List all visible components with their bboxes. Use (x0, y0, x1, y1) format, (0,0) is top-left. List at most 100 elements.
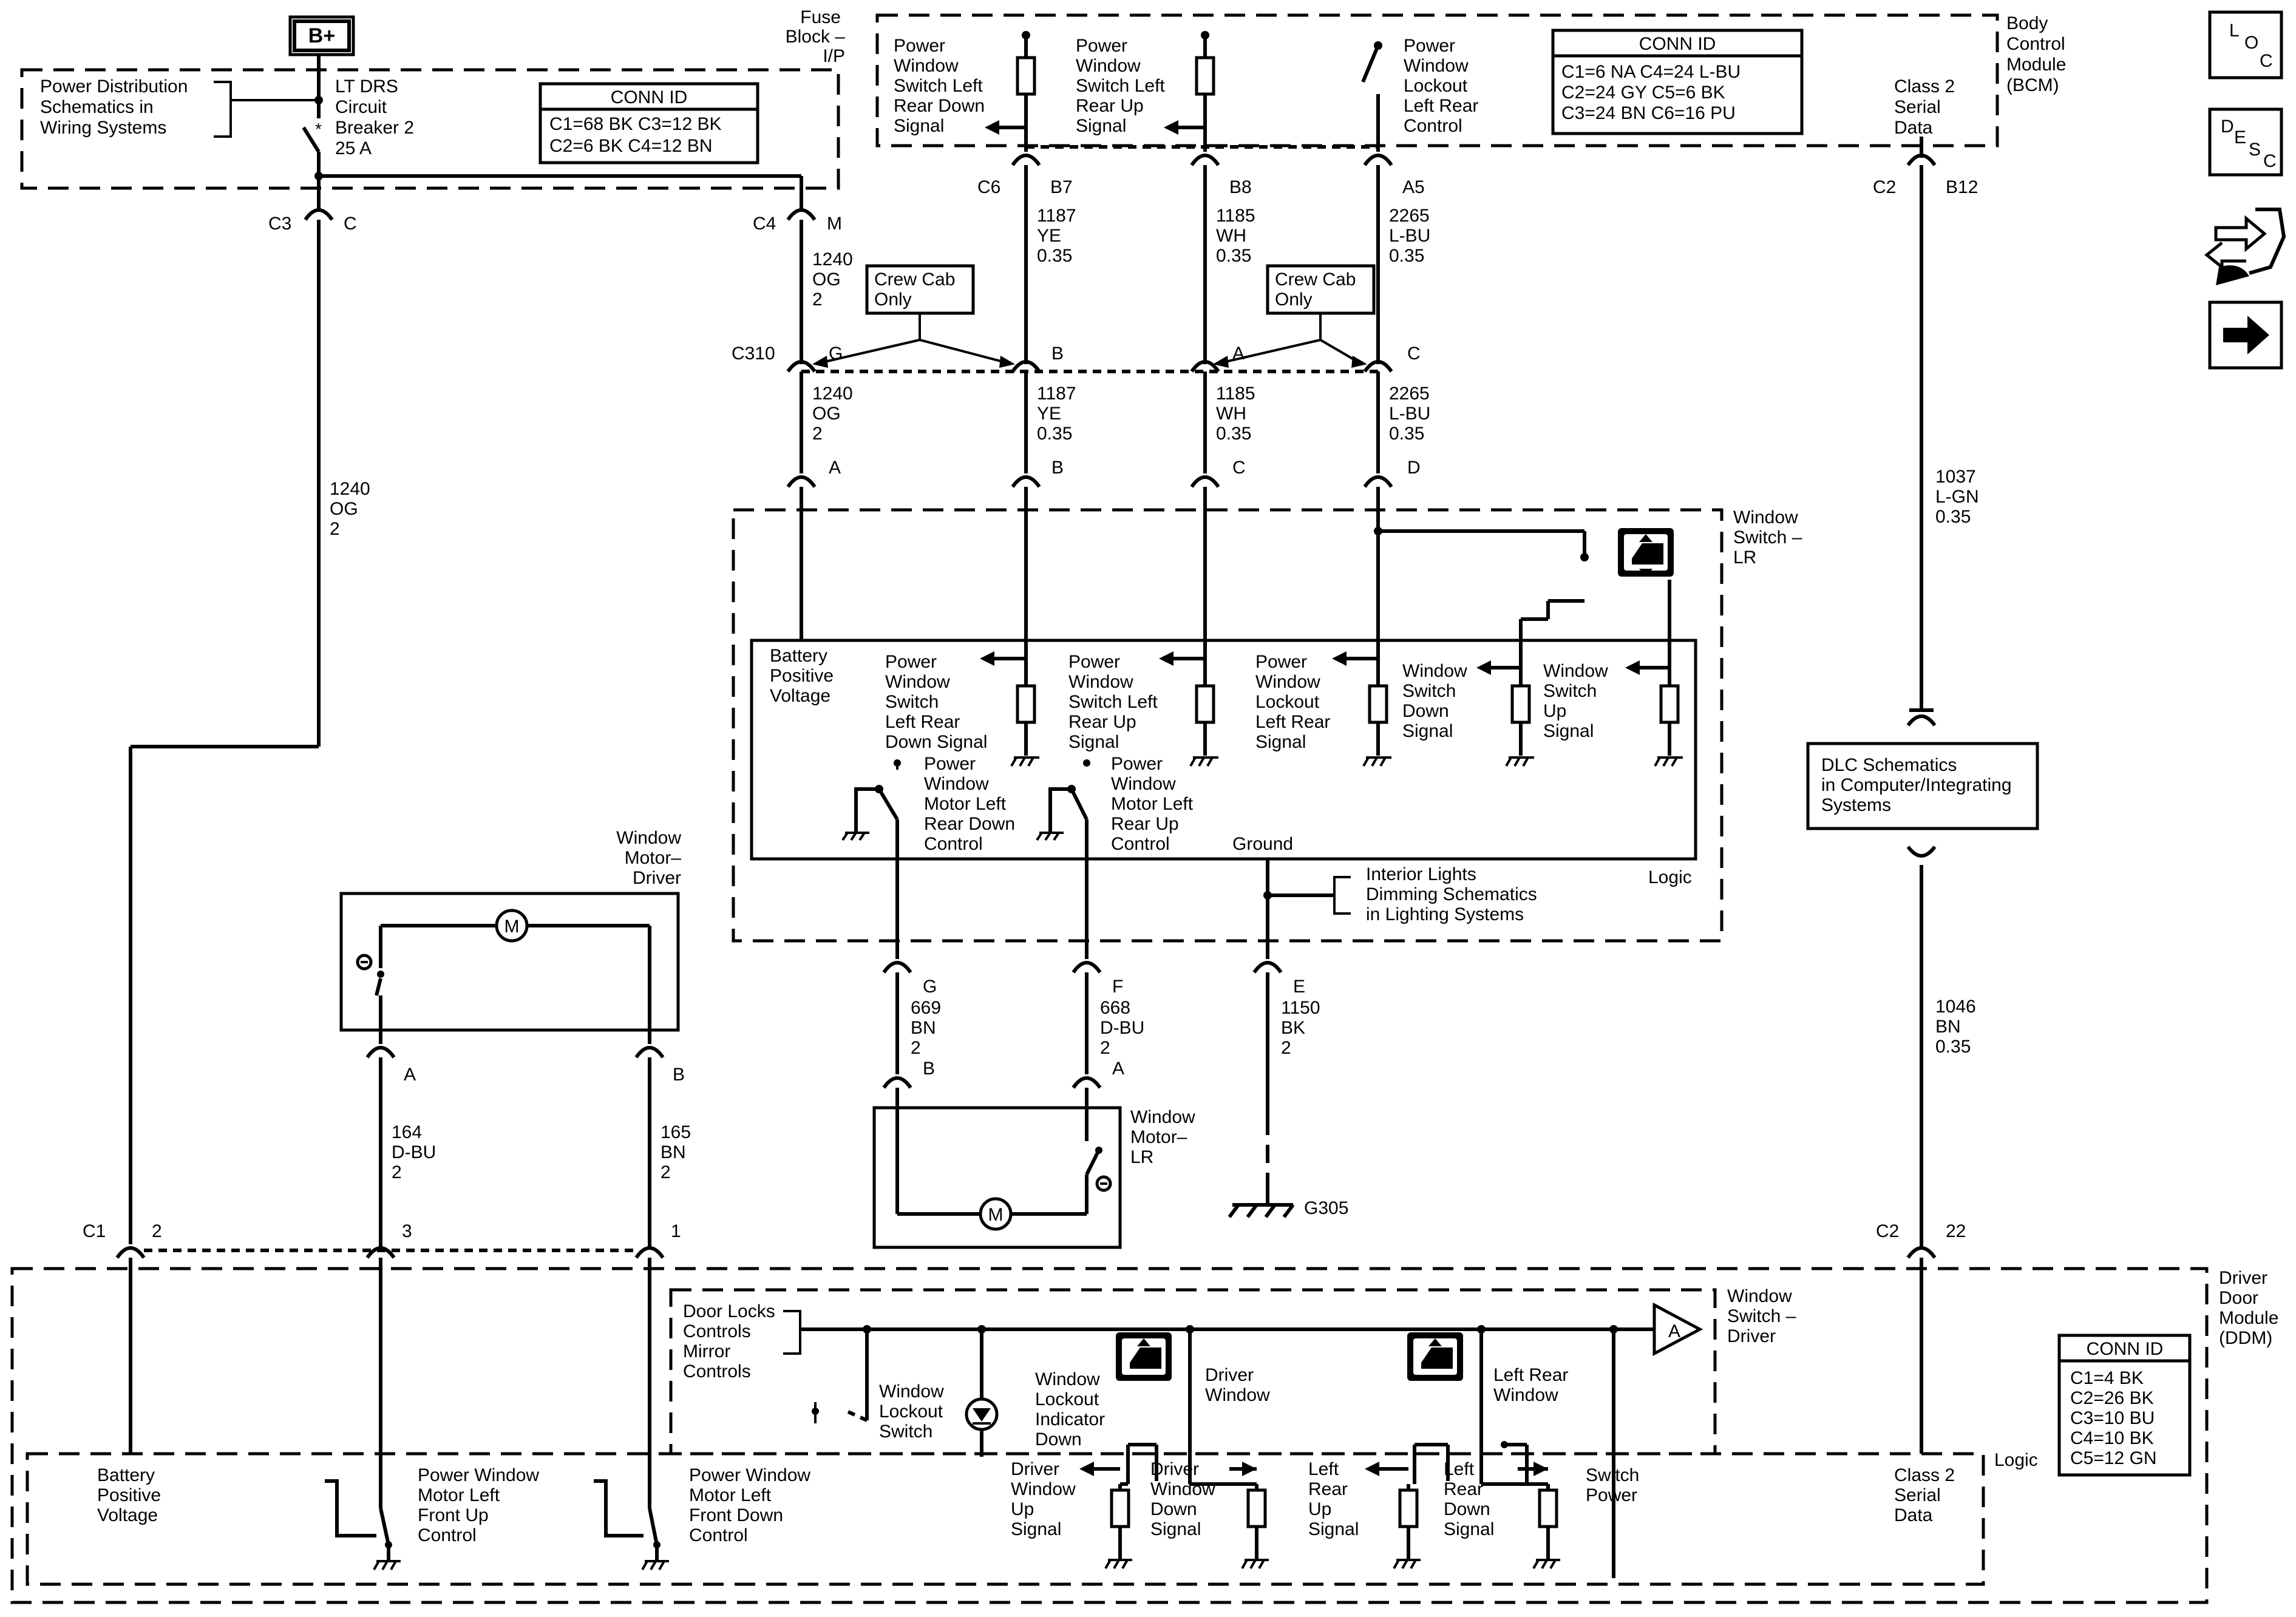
svg-text:B: B (1051, 458, 1064, 478)
svg-text:(BCM): (BCM) (2006, 75, 2059, 95)
svg-text:Switch –: Switch – (1727, 1306, 1796, 1326)
connector-row-top: C3 C C4 M C6 B7 B8 A5 C2 B12 (268, 154, 1978, 234)
svg-text:L-BU: L-BU (1389, 226, 1430, 246)
svg-text:668: 668 (1100, 998, 1130, 1018)
svg-text:2: 2 (152, 1221, 162, 1241)
svg-text:Controls: Controls (683, 1361, 751, 1381)
svg-text:Control: Control (689, 1525, 748, 1545)
lr-sig-lockout-label: Power Window Lockout Left Rear Signal (1255, 652, 1330, 752)
svg-text:1037: 1037 (1935, 467, 1976, 487)
ddm-lr-down-label: Left Rear Down Signal (1444, 1459, 1494, 1539)
svg-text:in Lighting Systems: in Lighting Systems (1366, 904, 1524, 924)
svg-text:B: B (673, 1065, 685, 1085)
svg-text:OG: OG (330, 499, 358, 519)
loc-button[interactable]: L O C (2208, 10, 2283, 80)
svg-text:D-BU: D-BU (392, 1142, 436, 1162)
svg-text:Signal: Signal (1308, 1519, 1359, 1539)
ddm-drv-down-label: Driver Window Down Signal (1150, 1459, 1215, 1539)
svg-text:Driver: Driver (1150, 1459, 1199, 1479)
svg-text:Data: Data (1894, 118, 1933, 138)
svg-text:Systems: Systems (1821, 795, 1891, 815)
svg-text:Wiring Systems: Wiring Systems (40, 118, 166, 138)
svg-text:Signal: Signal (1011, 1519, 1061, 1539)
svg-text:Power Window: Power Window (418, 1465, 539, 1485)
lr-sig-down-label: Power Window Switch Left Rear Down Signa… (885, 652, 987, 752)
svg-text:WH: WH (1216, 404, 1246, 424)
svg-text:Signal: Signal (1444, 1519, 1494, 1539)
svg-text:Window: Window (924, 774, 989, 794)
svg-text:Driver: Driver (1205, 1365, 1254, 1385)
svg-text:C5=12 GN: C5=12 GN (2070, 1448, 2157, 1468)
svg-text:Window: Window (1150, 1479, 1215, 1499)
door-locks-ref[interactable]: Door Locks Controls Mirror Controls (683, 1301, 801, 1381)
svg-text:Serial: Serial (1894, 97, 1941, 117)
arrow-right-icon[interactable] (2208, 300, 2283, 370)
svg-text:G: G (923, 977, 937, 997)
window-switch-lr-connectors: A B C D (786, 458, 1421, 488)
svg-text:Signal: Signal (1543, 721, 1594, 741)
svg-text:YE: YE (1037, 226, 1061, 246)
svg-text:Window: Window (1068, 672, 1133, 692)
svg-text:2265: 2265 (1389, 384, 1430, 404)
svg-text:YE: YE (1037, 404, 1061, 424)
svg-text:Driver: Driver (2219, 1268, 2267, 1288)
svg-text:CONN ID: CONN ID (1639, 34, 1716, 54)
svg-text:OG: OG (812, 404, 841, 424)
window-switch-lr-title: Window Switch – LR (1733, 507, 1802, 568)
ddm-logic-box (25, 1452, 1985, 1586)
svg-text:Power: Power (894, 36, 945, 56)
svg-text:C1: C1 (83, 1221, 106, 1241)
svg-text:Signal: Signal (1068, 732, 1119, 752)
window-motor-driver: Window Motor– Driver M A B 164 D-BU 2 16… (339, 828, 691, 1247)
svg-text:165: 165 (661, 1122, 691, 1142)
window-motor-lr: B A M Window Motor– LR (872, 1059, 1195, 1249)
svg-text:Control: Control (418, 1525, 477, 1545)
svg-text:Switch: Switch (1586, 1465, 1639, 1485)
svg-text:C2=24 GY C5=6 BK: C2=24 GY C5=6 BK (1561, 83, 1725, 103)
svg-text:Driver: Driver (633, 868, 681, 888)
svg-text:D: D (1407, 458, 1421, 478)
dlc-schematics-ref[interactable]: DLC Schematics in Computer/Integrating S… (1806, 708, 2039, 1247)
svg-text:Signal: Signal (1255, 732, 1306, 752)
ddm-title: Driver Door Module (DDM) (2219, 1268, 2278, 1348)
connector-repair-icon[interactable] (2204, 208, 2286, 285)
driver-window-switch-icon: Driver Window (1116, 1332, 1270, 1405)
svg-text:Lockout: Lockout (879, 1402, 943, 1422)
svg-text:2: 2 (812, 290, 823, 310)
connector-c310: C310 G B A C (732, 344, 1421, 373)
bcm-box (875, 13, 1999, 147)
svg-text:L-BU: L-BU (1389, 404, 1430, 424)
wires-top: * (129, 55, 1923, 1244)
svg-text:A5: A5 (1402, 177, 1425, 197)
svg-text:Power: Power (1076, 36, 1127, 56)
svg-text:C310: C310 (732, 344, 775, 364)
window-switch-icon (1618, 528, 1674, 577)
ddm-switch-power-label: Switch Power (1586, 1465, 1639, 1505)
window-switch-lr-box (732, 508, 1724, 943)
svg-text:Down: Down (1402, 701, 1449, 721)
desc-button[interactable]: D E S C (2208, 107, 2283, 177)
svg-text:1046: 1046 (1935, 997, 1976, 1017)
svg-text:Only: Only (1275, 290, 1313, 310)
svg-text:C: C (1232, 458, 1246, 478)
interior-lights-ref[interactable]: Interior Lights Dimming Schematics in Li… (1366, 864, 1537, 924)
svg-text:C3: C3 (268, 214, 291, 234)
svg-text:1185: 1185 (1216, 206, 1255, 226)
window-switch-driver-title: Window Switch – Driver (1727, 1286, 1796, 1346)
svg-text:Left Rear: Left Rear (1255, 712, 1330, 732)
svg-text:Crew Cab: Crew Cab (1275, 270, 1356, 290)
svg-text:Down: Down (1444, 1499, 1490, 1519)
svg-text:Window: Window (1011, 1479, 1076, 1499)
ddm-front-down-label: Power Window Motor Left Front Down Contr… (689, 1465, 810, 1545)
svg-text:Switch: Switch (1402, 681, 1456, 701)
crew-cab-note-right: Crew Cab Only (1213, 264, 1376, 368)
svg-text:WH: WH (1216, 226, 1246, 246)
ddm-switch-circuits (1079, 1441, 1615, 1578)
ddm-motor-controls (129, 1258, 1923, 1570)
b-plus-label: B+ (308, 24, 335, 47)
svg-text:Rear Up: Rear Up (1068, 712, 1136, 732)
bcm-label: Body Control Module (BCM) (2006, 13, 2066, 95)
power-distribution-ref[interactable]: Power Distribution Schematics in Wiring … (40, 76, 319, 138)
svg-text:G305: G305 (1304, 1198, 1348, 1218)
window-lockout-switch: Window Lockout Switch (812, 1381, 944, 1442)
